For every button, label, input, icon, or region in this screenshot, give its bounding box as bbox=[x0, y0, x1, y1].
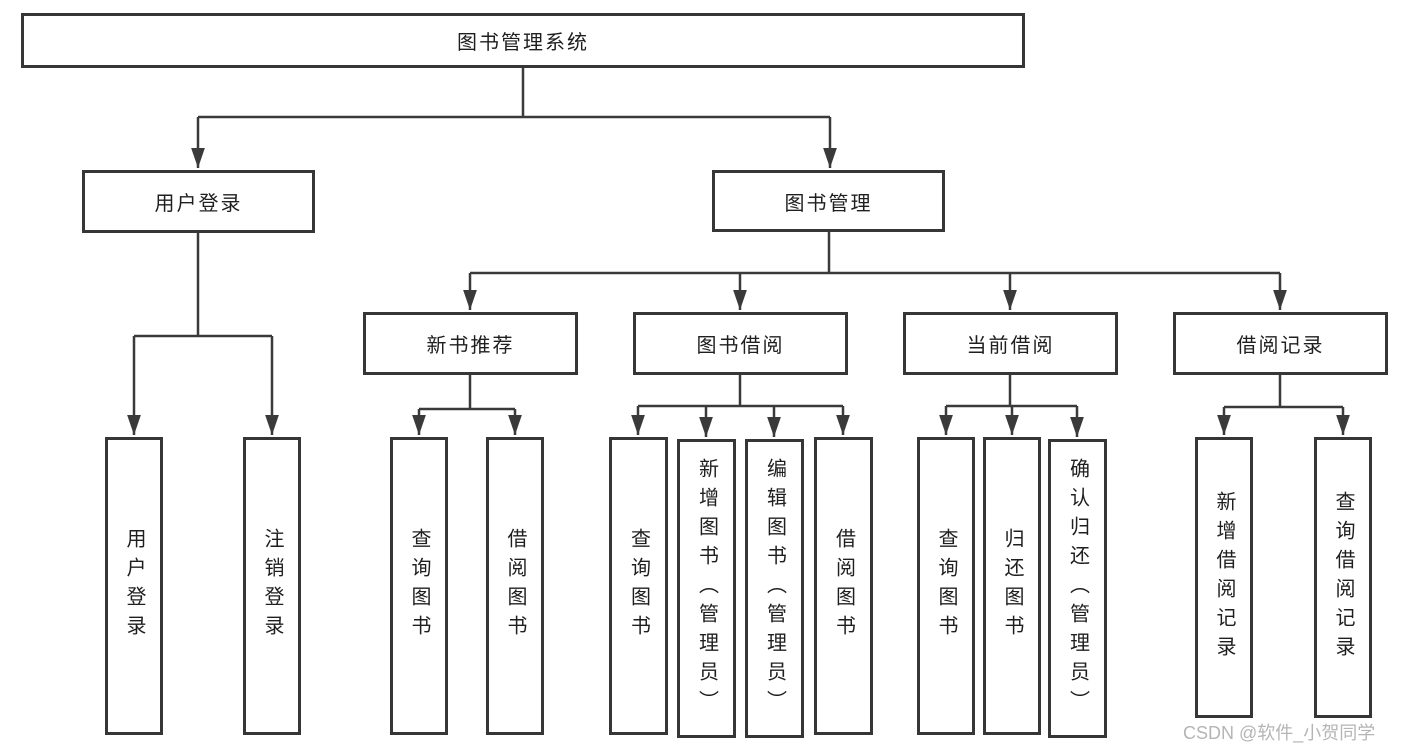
node-label: 归还图书 bbox=[1001, 528, 1023, 644]
node-label: 图书管理系统 bbox=[457, 32, 589, 54]
leaf-add-book-admin: 新增图书（管理员） bbox=[677, 439, 736, 738]
node-label: 查询借阅记录 bbox=[1332, 490, 1354, 665]
leaf-query-books-borrow: 查询图书 bbox=[609, 437, 668, 735]
connector-user-login bbox=[127, 233, 279, 435]
node-label: 用户登录 bbox=[154, 193, 243, 215]
csdn-watermark: CSDN @软件_小贺同学 bbox=[1183, 723, 1376, 743]
node-label: 新增图书（管理员） bbox=[695, 458, 718, 719]
leaf-confirm-return-admin: 确认归还（管理员） bbox=[1048, 439, 1107, 738]
node-label: 用户登录 bbox=[123, 528, 145, 644]
node-borrow-records: 借阅记录 bbox=[1173, 312, 1388, 375]
node-label: 图书管理 bbox=[784, 192, 873, 215]
node-book-borrow: 图书借阅 bbox=[633, 312, 848, 375]
node-label: 查询图书 bbox=[627, 528, 650, 644]
connector-root bbox=[191, 68, 837, 168]
leaf-query-books-recommend: 查询图书 bbox=[390, 437, 448, 735]
node-label: 当前借阅 bbox=[966, 335, 1055, 357]
node-label: 查询图书 bbox=[408, 528, 430, 644]
node-user-login: 用户登录 bbox=[82, 170, 315, 233]
leaf-borrow-books-recommend: 借阅图书 bbox=[486, 437, 544, 735]
leaf-logout: 注销登录 bbox=[243, 437, 301, 735]
connector-book-borrow bbox=[631, 375, 850, 437]
connector-new-book-recommend bbox=[412, 375, 522, 435]
connector-borrow-records bbox=[1217, 375, 1350, 435]
node-new-book-recommend: 新书推荐 bbox=[363, 312, 578, 375]
node-label: 借阅记录 bbox=[1236, 335, 1325, 357]
leaf-return-book: 归还图书 bbox=[983, 437, 1041, 735]
connector-current-borrow bbox=[939, 375, 1084, 437]
node-label: 确认归还（管理员） bbox=[1066, 458, 1089, 719]
node-label: 新增借阅记录 bbox=[1213, 490, 1235, 665]
leaf-edit-book-admin: 编辑图书（管理员） bbox=[745, 439, 804, 738]
leaf-add-borrow-record: 新增借阅记录 bbox=[1195, 437, 1253, 718]
node-label: 借阅图书 bbox=[504, 528, 526, 644]
node-book-management: 图书管理 bbox=[712, 170, 945, 232]
leaf-query-borrow-record: 查询借阅记录 bbox=[1314, 437, 1372, 718]
leaf-borrow-books: 借阅图书 bbox=[814, 437, 873, 735]
node-current-borrow: 当前借阅 bbox=[903, 312, 1118, 375]
node-label: 注销登录 bbox=[261, 528, 283, 644]
node-label: 查询图书 bbox=[935, 528, 957, 644]
node-label: 编辑图书（管理员） bbox=[763, 458, 786, 719]
node-label: 图书借阅 bbox=[696, 335, 785, 357]
leaf-query-books-current: 查询图书 bbox=[917, 437, 975, 735]
node-label: 新书推荐 bbox=[426, 335, 515, 357]
node-label: 借阅图书 bbox=[832, 528, 855, 644]
connector-book-management bbox=[463, 232, 1287, 310]
leaf-user-login: 用户登录 bbox=[105, 437, 163, 735]
node-book-management-system: 图书管理系统 bbox=[21, 13, 1025, 68]
